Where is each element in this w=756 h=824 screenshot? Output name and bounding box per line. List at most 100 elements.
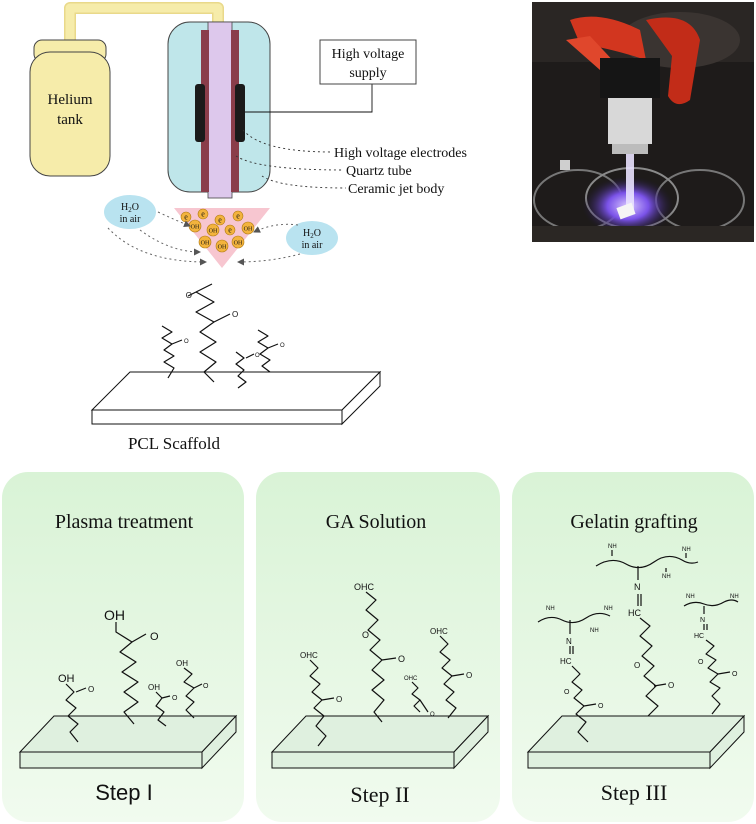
ceramic-jet-body [167, 21, 271, 199]
svg-text:NH: NH [686, 594, 695, 600]
oh-radical-mark: OH [206, 223, 220, 237]
quartz-tube [207, 21, 233, 199]
electron-mark: e [197, 208, 209, 220]
svg-text:O: O [203, 683, 209, 690]
oh-radical-mark: OH [188, 219, 202, 233]
high-voltage-supply [319, 39, 417, 85]
svg-text:O: O [698, 659, 704, 666]
electron-mark: e [232, 210, 244, 222]
water-arrow-1 [139, 229, 201, 256]
svg-text:O: O [255, 353, 260, 359]
panel-step-2: GA Solution [256, 472, 500, 822]
electron-mark: e [180, 211, 192, 223]
svg-text:HC: HC [628, 608, 641, 618]
water-arrow-4 [253, 223, 299, 233]
svg-text:e: e [201, 210, 205, 219]
pcl-scaffold-top: O O O O O PCL Scaffold [90, 283, 382, 453]
svg-text:OH: OH [234, 241, 243, 247]
label-quartz: Quartz tube [346, 164, 412, 179]
step1-o-big: O [150, 631, 159, 643]
scaffold-step-3 [526, 714, 746, 770]
svg-text:OH: OH [191, 225, 200, 231]
scaffold-caption: PCL Scaffold [128, 434, 221, 453]
svg-text:OH: OH [218, 245, 227, 251]
svg-text:O: O [398, 654, 405, 664]
svg-text:O: O [232, 310, 238, 319]
svg-text:O: O [466, 671, 472, 680]
svg-text:NH: NH [730, 594, 739, 600]
step-2-caption: Step II [350, 782, 409, 807]
step2-ohc-right: OHC [430, 627, 448, 636]
supply-label-1: High voltage [332, 47, 405, 62]
svg-text:O: O [732, 671, 738, 678]
scaffold-step-2 [270, 714, 490, 770]
chains-step-2: OHC O O OHC O OHC O OHC O [300, 582, 472, 747]
svg-text:H2O: H2O [303, 228, 321, 240]
step1-oh-big: OH [104, 607, 125, 623]
hv-electrode-left [195, 84, 205, 142]
oh-radical-mark: OH [215, 239, 229, 253]
svg-text:NH: NH [604, 606, 613, 612]
svg-text:OH: OH [244, 227, 253, 233]
water-left: H2O in air [104, 195, 156, 229]
plasma-jet-apparatus: Helium tank High voltage supply High vol… [29, 2, 467, 268]
step2-ohc-left: OHC [300, 651, 318, 660]
step2-ohc-big: OHC [354, 582, 375, 592]
svg-text:HC: HC [694, 633, 704, 640]
label-electrodes: High voltage electrodes [334, 146, 467, 161]
helium-tank: Helium tank [29, 39, 111, 177]
svg-text:O: O [336, 695, 342, 704]
panel-step-3: Gelatin grafting [512, 472, 754, 822]
leader-quartz [235, 155, 345, 171]
svg-text:O: O [668, 681, 674, 690]
svg-text:e: e [218, 216, 222, 225]
oh-radical-mark: OH [231, 235, 245, 249]
oh-radical-mark: OH [241, 221, 255, 235]
step-panels: Plasma treatment GA Solution Gelatin gra… [2, 472, 754, 822]
svg-text:O: O [280, 343, 285, 349]
panel-step-1: Plasma treatment [2, 472, 244, 822]
scaffold-step-1 [18, 714, 238, 770]
step-2-title: GA Solution [326, 511, 427, 533]
svg-text:HC: HC [560, 657, 572, 666]
label-ceramic: Ceramic jet body [348, 182, 444, 197]
oh-radical-mark: OH [198, 235, 212, 249]
svg-text:NH: NH [590, 628, 599, 634]
svg-text:NH: NH [608, 544, 617, 550]
svg-text:O: O [430, 712, 435, 718]
svg-text:O: O [184, 339, 189, 345]
svg-text:e: e [228, 226, 232, 235]
svg-text:NH: NH [682, 547, 691, 553]
svg-text:e: e [236, 212, 240, 221]
step1-oh-right: OH [176, 659, 188, 668]
step-1-caption: Step I [95, 780, 152, 805]
chains-step-1: OH O OH O OH O OH O [58, 607, 209, 743]
svg-text:NH: NH [546, 606, 555, 612]
step2-ohc-mid: OHC [404, 676, 418, 682]
electron-mark: e [224, 224, 236, 236]
supply-label-2: supply [349, 66, 386, 81]
step1-oh-left: OH [58, 673, 75, 685]
leader-electrodes [242, 129, 333, 153]
svg-text:N: N [566, 637, 572, 646]
chains-step-3: NH NH NH N HC O O NH NH NH N HC O O [537, 544, 739, 743]
plasma-jet-photo [532, 2, 754, 242]
electron-mark: e [214, 214, 226, 226]
helium-tank-label-2: tank [57, 112, 83, 128]
svg-text:OH: OH [201, 241, 210, 247]
leader-ceramic [261, 175, 347, 189]
water-arrow-5 [237, 253, 301, 266]
svg-text:N: N [700, 617, 705, 624]
svg-text:e: e [184, 213, 188, 222]
svg-text:OH: OH [209, 229, 218, 235]
hv-electrode-right [235, 84, 245, 142]
step-1-title: Plasma treatment [55, 511, 194, 533]
svg-text:O: O [634, 661, 640, 670]
svg-text:O: O [88, 685, 94, 694]
svg-text:O: O [598, 703, 604, 710]
step-3-caption: Step III [601, 780, 668, 805]
svg-text:O: O [172, 695, 178, 702]
svg-text:O: O [564, 689, 570, 696]
water-right: H2O in air [286, 221, 338, 255]
